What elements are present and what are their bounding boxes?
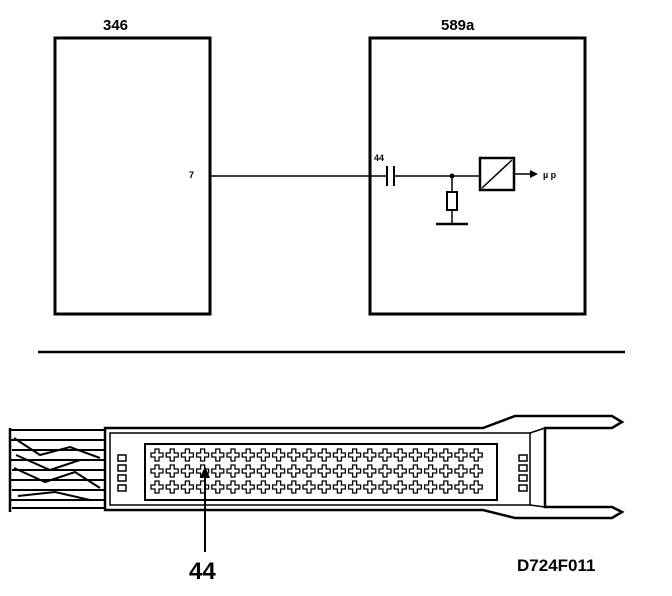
connector-pin — [195, 448, 210, 462]
connector-pin — [332, 464, 347, 478]
connector-pin — [226, 448, 240, 462]
connector-pin — [317, 448, 331, 462]
ad-converter-diagonal — [481, 159, 513, 189]
connector-pin — [378, 480, 392, 494]
left-latch — [117, 454, 127, 492]
connector-pin — [347, 480, 362, 494]
connector-pin — [408, 464, 423, 478]
pin-44-label: 44 — [374, 153, 384, 163]
connector-inner-frame — [109, 432, 531, 506]
connector-pin — [408, 448, 423, 462]
connector-pin — [180, 448, 195, 462]
connector-pin — [469, 480, 483, 494]
connector-pin — [393, 480, 407, 494]
connector — [8, 414, 625, 552]
pin-7-label: 7 — [189, 170, 194, 180]
connector-pin — [363, 448, 377, 462]
connector-pin — [302, 464, 316, 478]
connector-pin — [287, 480, 301, 494]
schematic — [53, 36, 587, 316]
unit-346-box — [53, 36, 212, 316]
connector-pin — [211, 448, 225, 462]
connector-pin — [332, 480, 347, 494]
connector-pin — [165, 480, 179, 494]
connector-pin — [211, 464, 225, 478]
connector-pin — [271, 480, 286, 494]
connector-pin — [439, 448, 453, 462]
connector-pin — [165, 448, 179, 462]
connector-pin — [317, 480, 331, 494]
connector-pin — [180, 464, 195, 478]
connector-pin — [439, 480, 453, 494]
connector-pin — [363, 464, 377, 478]
connector-pin — [332, 448, 347, 462]
resistor — [446, 191, 458, 211]
connector-pin — [150, 464, 164, 478]
connector-pin — [378, 464, 392, 478]
connector-pin — [408, 480, 423, 494]
connector-pin — [241, 448, 255, 462]
connector-pin — [378, 448, 392, 462]
connector-pin — [469, 448, 483, 462]
connector-housing — [103, 414, 625, 520]
output-arrow-icon — [530, 170, 538, 178]
connector-pin — [165, 464, 179, 478]
connector-pin — [454, 480, 468, 494]
callout-arrowhead-icon — [200, 466, 210, 478]
connector-pin — [347, 464, 362, 478]
connector-pin — [256, 480, 271, 494]
connector-pin — [423, 464, 438, 478]
connector-pin — [454, 464, 468, 478]
connector-pin — [393, 448, 407, 462]
connector-pin — [302, 480, 316, 494]
unit-346-label: 346 — [103, 17, 128, 34]
connector-pin — [256, 464, 271, 478]
connector-pin — [150, 480, 164, 494]
figure-code: D724F011 — [517, 556, 595, 575]
connector-pin — [211, 480, 225, 494]
connector-pin — [150, 448, 164, 462]
wire-bundle — [8, 428, 105, 512]
connector-pin — [287, 448, 301, 462]
connector-pin — [423, 480, 438, 494]
connector-pin — [241, 464, 255, 478]
connector-pin — [363, 480, 377, 494]
connector-pin — [302, 448, 316, 462]
connector-pin — [271, 464, 286, 478]
connector-pin — [439, 464, 453, 478]
connector-pin — [469, 464, 483, 478]
connector-pin — [226, 464, 240, 478]
right-latch — [518, 454, 528, 492]
unit-589a-label: 589a — [441, 17, 475, 34]
connector-pin — [423, 448, 438, 462]
pin-44-callout-label: 44 — [189, 558, 216, 585]
connector-pin — [287, 464, 301, 478]
connector-pin — [241, 480, 255, 494]
connector-pin — [256, 448, 271, 462]
connector-pin — [347, 448, 362, 462]
connector-pin — [271, 448, 286, 462]
pin-grid — [150, 448, 483, 494]
connector-pin — [226, 480, 240, 494]
connector-pin — [180, 480, 195, 494]
connector-pin — [195, 480, 210, 494]
output-mu-p-label: µ p — [543, 170, 557, 180]
connector-pin — [454, 448, 468, 462]
connector-pin — [393, 464, 407, 478]
connector-pin — [317, 464, 331, 478]
pin-field — [144, 443, 498, 501]
